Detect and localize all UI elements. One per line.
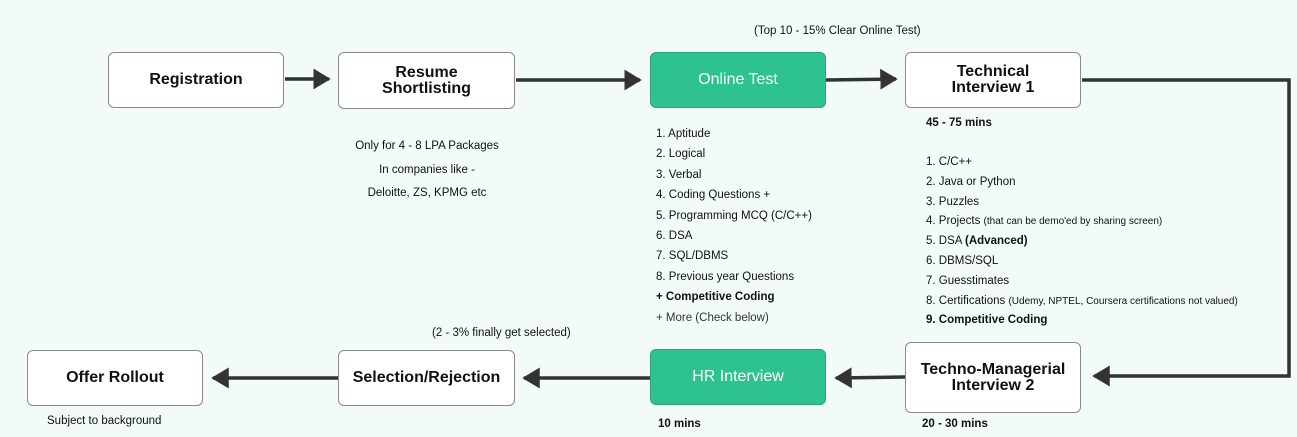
resume-shortlisting-node: Resume Shortlisting xyxy=(338,52,515,109)
offer-rollout-label: Offer Rollout xyxy=(66,369,164,386)
list-item-note: (Udemy, NPTEL, Coursera certifications n… xyxy=(1008,295,1238,307)
list-item: + Competitive Coding xyxy=(656,291,775,304)
online-test-list: 1. Aptitude 2. Logical 3. Verbal 4. Codi… xyxy=(656,124,812,328)
list-item: 8. Previous year Questions xyxy=(656,270,795,283)
resume-notes: Only for 4 - 8 LPA Packages In companies… xyxy=(340,135,514,206)
list-item: 1. Aptitude xyxy=(656,128,711,140)
list-item: 7. SQL/DBMS xyxy=(656,250,729,263)
list-item-main: 4. Projects xyxy=(926,215,981,228)
selection-rate-note: (2 - 3% finally get selected) xyxy=(432,327,571,339)
list-item-note: (that can be demo'ed by sharing screen) xyxy=(983,216,1163,228)
arrow-techno-to-hr xyxy=(834,367,906,389)
list-item: + More (Check below) xyxy=(656,311,769,324)
resume-note-line: Deloitte, ZS, KPMG etc xyxy=(367,187,487,199)
list-item: 7. Guesstimates xyxy=(926,274,1010,287)
list-item: 2. Logical xyxy=(656,148,706,161)
hr-interview-node: HR Interview xyxy=(650,349,826,405)
offer-rollout-note: Subject to background xyxy=(47,415,162,427)
techno-managerial-duration: 20 - 30 mins xyxy=(922,418,988,430)
online-test-pass-note: (Top 10 - 15% Clear Online Test) xyxy=(754,25,921,37)
selection-rejection-node: Selection/Rejection xyxy=(338,350,515,406)
list-item: 3. Puzzles xyxy=(926,195,980,208)
arrow-technical-to-techno-managerial xyxy=(1082,78,1291,387)
list-item-main: 8. Certifications xyxy=(926,294,1006,307)
offer-rollout-node: Offer Rollout xyxy=(27,350,203,406)
list-item: 2. Java or Python xyxy=(926,175,1016,188)
list-item: 5. Programming MCQ (C/C++) xyxy=(656,209,812,222)
selection-rejection-label: Selection/Rejection xyxy=(352,369,501,386)
technical-interview-1-node: Technical Interview 1 xyxy=(905,52,1081,108)
list-item: 4. Projects (that can be demo'ed by shar… xyxy=(926,212,1238,232)
hr-interview-label: HR Interview xyxy=(692,368,784,385)
resume-note-line: Only for 4 - 8 LPA Packages xyxy=(355,140,499,152)
list-item: 6. DBMS/SQL xyxy=(926,254,999,267)
arrow-online-test-to-technical xyxy=(825,68,898,90)
list-item: 8. Certifications (Udemy, NPTEL, Courser… xyxy=(926,292,1238,312)
list-item: 5. DSA (Advanced) xyxy=(926,232,1238,252)
list-item-emphasis: (Advanced) xyxy=(965,235,1028,248)
resume-note-line: In companies like - xyxy=(379,163,475,176)
techno-managerial-interview-2-node: Techno-Managerial Interview 2 xyxy=(905,342,1081,413)
list-item: 4. Coding Questions + xyxy=(656,189,771,202)
technical-interview-duration: 45 - 75 mins xyxy=(926,117,992,129)
list-item: 6. DSA xyxy=(656,229,693,242)
hr-interview-duration: 10 mins xyxy=(658,418,701,430)
online-test-label: Online Test xyxy=(698,71,778,88)
list-item: 9. Competitive Coding xyxy=(926,314,1048,327)
technical-interview-list: 1. C/C++ 2. Java or Python 3. Puzzles 4.… xyxy=(926,153,1238,331)
techno-managerial-interview-2-label: Techno-Managerial Interview 2 xyxy=(920,360,1066,394)
registration-label: Registration xyxy=(149,71,243,88)
technical-interview-1-label: Technical Interview 1 xyxy=(951,63,1035,96)
online-test-node: Online Test xyxy=(650,52,826,108)
resume-shortlisting-label: Resume Shortlisting xyxy=(382,63,471,97)
list-item-main: 5. DSA xyxy=(926,235,962,248)
list-item: 1. C/C++ xyxy=(926,156,973,168)
registration-node: Registration xyxy=(108,52,284,108)
list-item: 3. Verbal xyxy=(656,168,702,181)
